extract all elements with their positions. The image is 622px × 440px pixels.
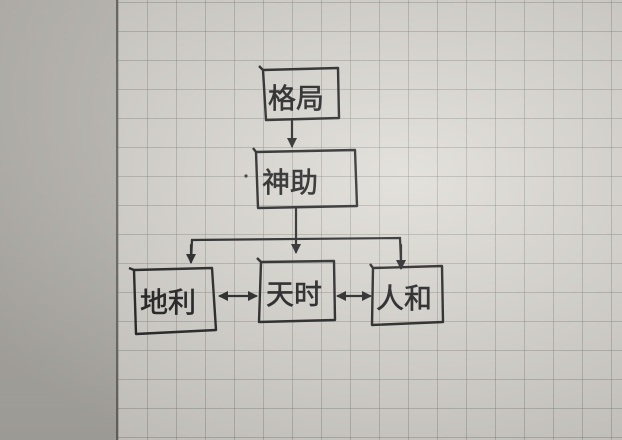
node-left-label: 地利 <box>140 286 196 319</box>
node-right: 人和 <box>369 263 445 327</box>
node-right-label: 人和 <box>376 282 432 315</box>
paper-margin <box>0 0 116 440</box>
node-center-label: 天时 <box>266 278 322 311</box>
node-top-label: 格局 <box>268 82 324 115</box>
node-middle: 神助 <box>252 147 359 210</box>
margin-line <box>116 0 118 440</box>
node-top: 格局 <box>258 65 341 122</box>
node-center: 天时 <box>256 257 337 324</box>
pencil-dot <box>244 174 248 178</box>
node-left: 地利 <box>128 266 218 336</box>
node-middle-label: 神助 <box>262 166 318 199</box>
